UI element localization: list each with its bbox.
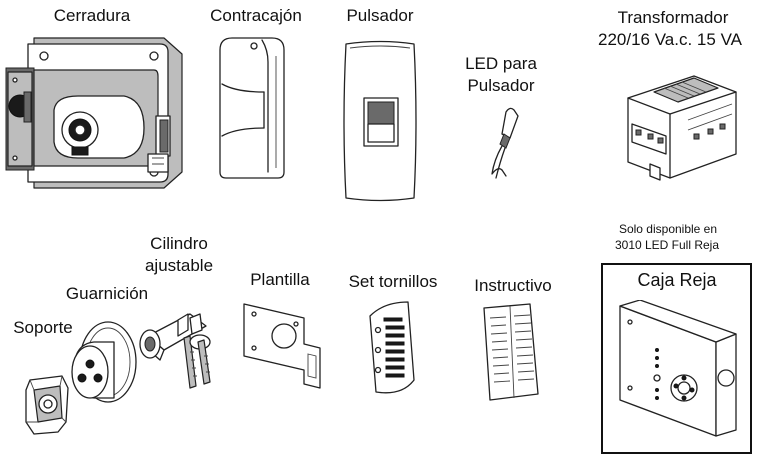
label-contracajon: Contracajón — [210, 6, 302, 25]
label-guarnicion: Guarnición — [65, 284, 149, 303]
label-led-line2: Pulsador — [467, 76, 535, 95]
label-soporte: Soporte — [13, 318, 73, 337]
cilindro-illustration — [139, 313, 211, 389]
label-led-line1: LED para — [465, 54, 537, 73]
label-cilindro-line2: ajustable — [144, 256, 214, 275]
label-transformador-line1: Transformador — [617, 8, 729, 27]
label-pulsador: Pulsador — [346, 6, 414, 25]
label-caja-reja: Caja Reja — [637, 270, 717, 290]
note-line2: 3010 LED Full Reja — [614, 238, 720, 252]
instructivo-illustration — [483, 303, 539, 401]
soporte-illustration — [25, 375, 69, 435]
label-cerradura: Cerradura — [53, 6, 131, 25]
cerradura-illustration — [5, 37, 183, 189]
pulsador-illustration — [343, 40, 417, 202]
caja-reja-frame — [601, 263, 752, 454]
set-tornillos-illustration — [369, 301, 415, 394]
label-cilindro-line1: Cilindro — [150, 234, 208, 253]
label-set-tornillos: Set tornillos — [348, 272, 438, 291]
label-transformador-line2: 220/16 Va.c. 15 VA — [598, 30, 742, 49]
label-instructivo: Instructivo — [474, 276, 552, 295]
guarnicion-illustration — [71, 321, 137, 403]
note-line1: Solo disponible en — [618, 222, 718, 236]
label-plantilla: Plantilla — [250, 270, 310, 289]
transformador-illustration — [627, 75, 737, 181]
plantilla-illustration — [243, 303, 321, 389]
led-illustration — [491, 107, 519, 179]
contracajon-illustration — [219, 37, 285, 179]
caja-reja-illustration — [619, 300, 737, 437]
